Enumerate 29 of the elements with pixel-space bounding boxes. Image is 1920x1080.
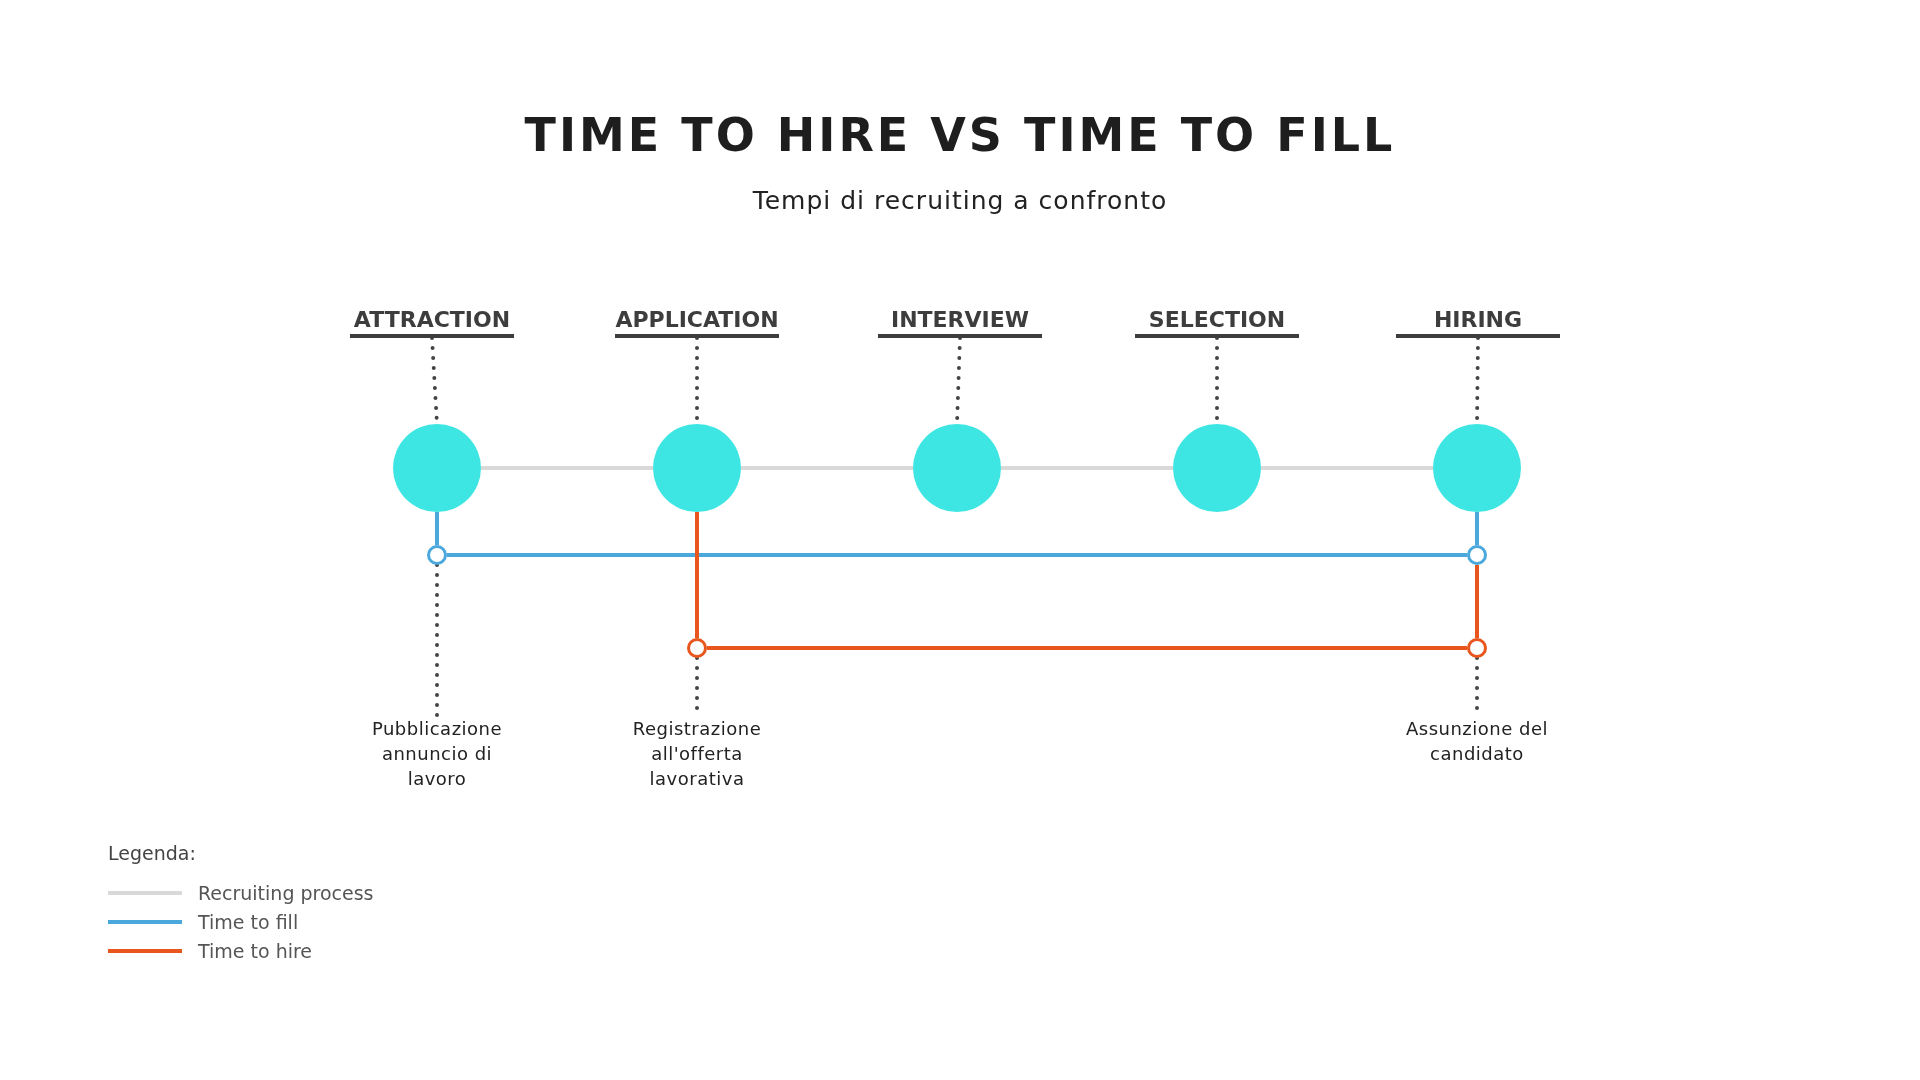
timeline-line (695, 512, 699, 638)
milestone-label: Assunzione del candidato (1402, 716, 1552, 766)
stage-heading: SELECTION (1135, 307, 1299, 338)
timeline-line (707, 646, 1467, 650)
ring-marker (1467, 545, 1487, 565)
stage-heading: APPLICATION (615, 307, 779, 338)
stage-heading: HIRING (1396, 307, 1560, 338)
timeline-line (481, 466, 653, 470)
subtitle: Tempi di recruiting a confronto (751, 186, 1169, 215)
timeline-line (435, 512, 439, 545)
ring-marker (427, 545, 447, 565)
legend-text: Time to hire (198, 940, 313, 962)
diagram-title: TIME TO HIRE VS TIME TO FILL (523, 108, 1397, 162)
timeline-line (447, 553, 1467, 557)
timeline-line (1261, 466, 1433, 470)
dotted-connector (435, 563, 439, 718)
timeline-line (741, 466, 913, 470)
legend-text: Time to fill (198, 911, 299, 933)
milestone-label: Registrazione all'offerta lavorativa (622, 716, 772, 791)
ring-marker (1467, 638, 1487, 658)
ring-marker (687, 638, 707, 658)
stage-heading: INTERVIEW (878, 307, 1042, 338)
milestone-label: Pubblicazione annuncio di lavoro (362, 716, 512, 791)
legend-text: Recruiting process (198, 882, 374, 904)
timeline-line (1475, 565, 1479, 638)
stage-heading: ATTRACTION (350, 307, 514, 338)
timeline-line (1001, 466, 1173, 470)
legend-title: Legenda: (108, 842, 196, 864)
timeline-line (1475, 512, 1479, 545)
